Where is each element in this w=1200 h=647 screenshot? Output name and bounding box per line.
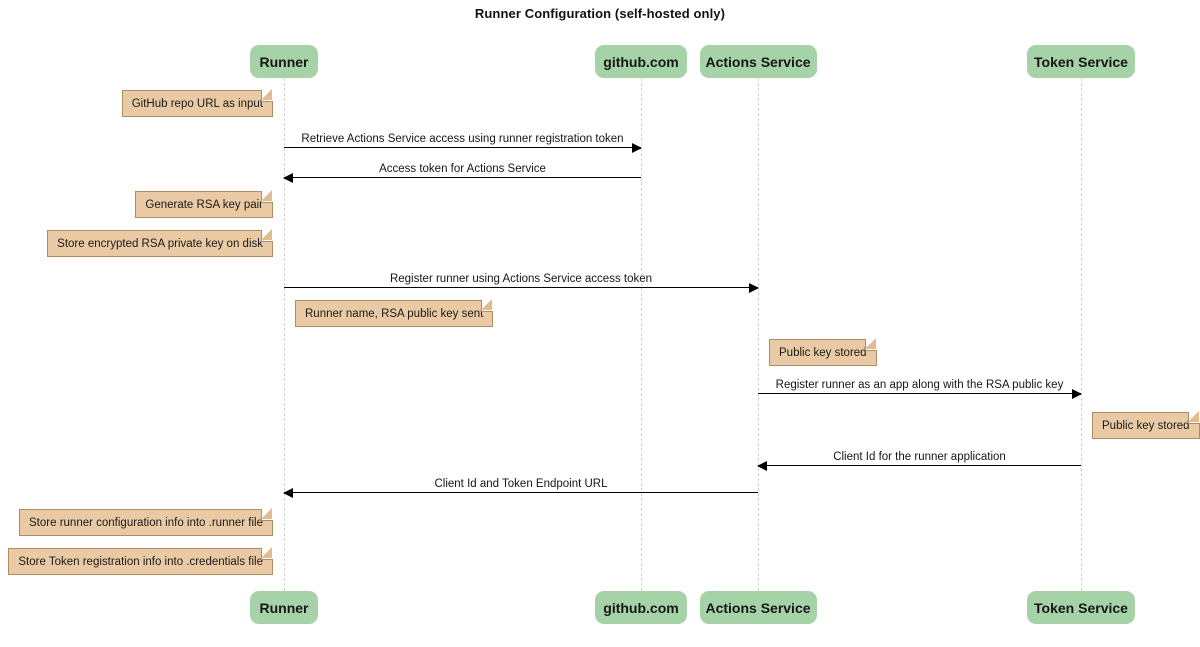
participant-label: Actions Service <box>705 599 811 616</box>
note-fold-corner-icon <box>261 229 273 242</box>
note-label: Public key stored <box>779 346 867 359</box>
note-store-runner[interactable]: Store runner configuration info into .ru… <box>19 508 273 536</box>
participant-github-top[interactable]: github.com <box>595 45 687 78</box>
msg-retrieve-access[interactable]: Retrieve Actions Service access using ru… <box>284 133 642 153</box>
note-store-creds[interactable]: Store Token registration info into .cred… <box>8 547 273 575</box>
participant-runner-top[interactable]: Runner <box>250 45 318 78</box>
arrowhead-icon <box>749 282 759 293</box>
participant-label: Actions Service <box>705 53 811 70</box>
message-line <box>284 287 758 288</box>
msg-client-id[interactable]: Client Id for the runner application <box>757 451 1081 471</box>
lifeline-actions <box>758 78 759 591</box>
message-line <box>758 393 1081 394</box>
arrowhead-icon <box>283 487 293 498</box>
note-label: Store runner configuration info into .ru… <box>29 516 263 529</box>
note-label: Runner name, RSA public key sent <box>305 307 484 320</box>
message-line <box>284 147 641 148</box>
note-label: Generate RSA key pair <box>145 198 263 211</box>
message-label: Register runner using Actions Service ac… <box>389 273 653 285</box>
message-label: Register runner as an app along with the… <box>775 379 1064 391</box>
participant-runner-bottom[interactable]: Runner <box>250 591 318 624</box>
participant-token-top[interactable]: Token Service <box>1027 45 1135 78</box>
lifeline-token <box>1081 78 1082 591</box>
arrowhead-icon <box>1072 388 1082 399</box>
arrowhead-icon <box>632 142 642 153</box>
note-label: GitHub repo URL as input <box>131 97 263 110</box>
participant-label: Runner <box>259 53 309 70</box>
lifeline-github <box>641 78 642 591</box>
note-fold-corner-icon <box>261 508 273 521</box>
msg-client-id-url[interactable]: Client Id and Token Endpoint URL <box>283 478 758 498</box>
participant-label: github.com <box>603 53 679 70</box>
message-label: Access token for Actions Service <box>379 163 546 175</box>
msg-register-runner[interactable]: Register runner using Actions Service ac… <box>284 273 759 293</box>
note-gen-rsa[interactable]: Generate RSA key pair <box>135 190 273 218</box>
note-fold-corner-icon <box>1187 411 1200 424</box>
participant-token-bottom[interactable]: Token Service <box>1027 591 1135 624</box>
note-runner-name[interactable]: Runner name, RSA public key sent <box>295 299 494 327</box>
message-label: Client Id for the runner application <box>833 451 1006 463</box>
participant-github-bottom[interactable]: github.com <box>595 591 687 624</box>
note-pubkey-actions[interactable]: Public key stored <box>769 338 877 366</box>
participant-label: github.com <box>603 599 679 616</box>
note-label: Public key stored <box>1102 419 1190 432</box>
note-label: Store encrypted RSA private key on disk <box>57 237 263 250</box>
note-fold-corner-icon <box>261 547 273 560</box>
note-fold-corner-icon <box>864 338 877 351</box>
note-fold-corner-icon <box>261 190 273 203</box>
participant-actions-top[interactable]: Actions Service <box>699 45 817 78</box>
participant-label: Token Service <box>1034 53 1128 70</box>
message-label: Client Id and Token Endpoint URL <box>434 478 608 490</box>
participant-actions-bottom[interactable]: Actions Service <box>699 591 817 624</box>
message-label: Retrieve Actions Service access using ru… <box>301 133 624 145</box>
note-repo-url[interactable]: GitHub repo URL as input <box>121 89 273 117</box>
note-store-rsa[interactable]: Store encrypted RSA private key on disk <box>47 229 273 257</box>
note-label: Store Token registration info into .cred… <box>18 555 263 568</box>
msg-access-token[interactable]: Access token for Actions Service <box>283 163 641 183</box>
message-line <box>758 465 1081 466</box>
lifeline-runner <box>284 78 285 591</box>
msg-register-app[interactable]: Register runner as an app along with the… <box>758 379 1082 399</box>
participant-label: Runner <box>259 599 309 616</box>
arrowhead-icon <box>283 172 293 183</box>
note-fold-corner-icon <box>481 299 494 312</box>
note-fold-corner-icon <box>261 89 273 102</box>
arrowhead-icon <box>757 460 767 471</box>
message-line <box>284 492 758 493</box>
page-title: Runner Configuration (self-hosted only) <box>474 6 726 21</box>
note-pubkey-token[interactable]: Public key stored <box>1092 411 1200 439</box>
participant-label: Token Service <box>1034 599 1128 616</box>
message-line <box>284 177 641 178</box>
